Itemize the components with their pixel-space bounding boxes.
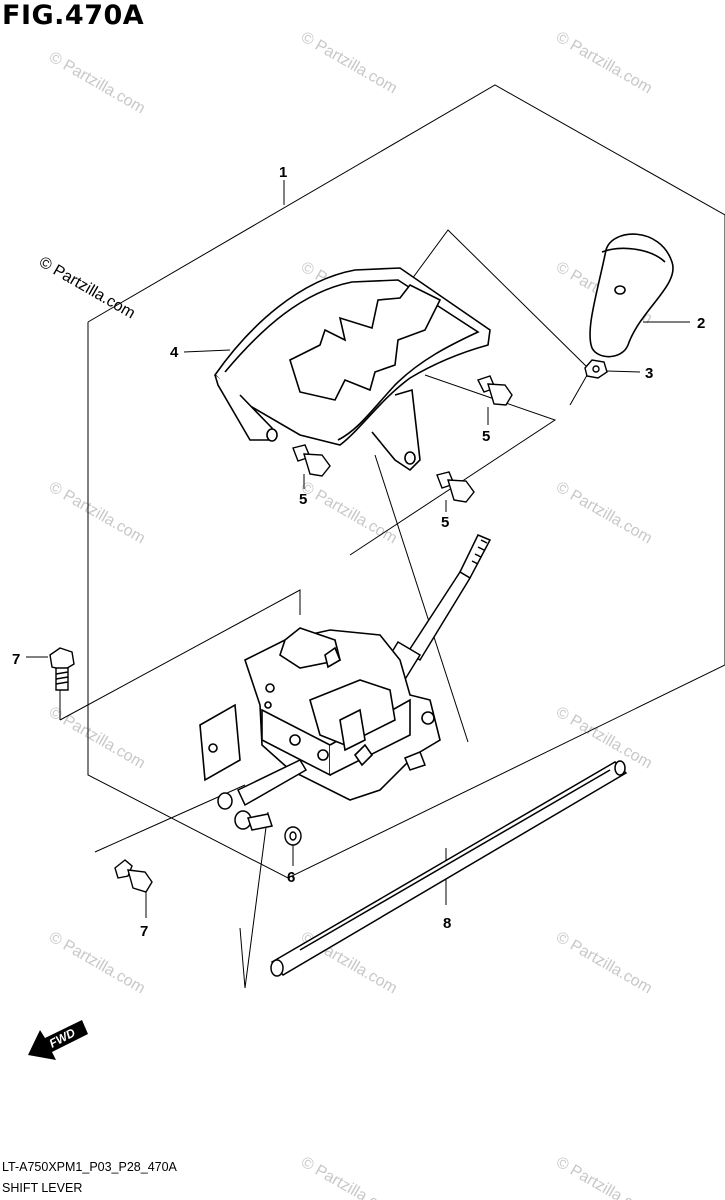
watermark: © Partzilla.com [46,704,148,773]
fwd-arrow-icon: FWD [28,1020,88,1060]
callout-6: 6 [287,869,295,886]
watermark: © Partzilla.com [553,479,655,548]
callout-1: 1 [279,164,287,181]
washer-part-6 [284,826,302,846]
diagram-caption: SHIFT LEVER [2,1181,83,1195]
leader-lines [26,321,690,918]
watermark: © Partzilla.com [298,1154,400,1200]
callout-7a: 7 [12,651,20,668]
watermark: © Partzilla.com [553,1154,655,1200]
watermark: © Partzilla.com [298,29,400,98]
callout-5a: 5 [482,428,490,445]
watermark: © Partzilla.com [46,929,148,998]
callout-4: 4 [170,344,179,361]
watermark: © Partzilla.com [298,479,400,548]
watermark: © Partzilla.com [46,49,148,118]
callout-8: 8 [443,915,451,932]
watermark: © Partzilla.com [46,479,148,548]
shift-knob [589,233,674,358]
rod-part-8 [270,760,628,977]
link-rod [217,751,426,831]
callout-3: 3 [645,365,653,382]
bolt-part-7 [49,647,153,893]
watermark: © Partzilla.com [553,29,655,98]
figure-title: FIG.470A [2,0,145,31]
callout-2: 2 [697,315,705,332]
diagram-code: LT-A750XPM1_P03_P28_470A [2,1160,177,1174]
nut-part-3 [584,359,608,379]
callout-7b: 7 [140,923,148,940]
guide-lines [59,229,591,989]
watermark: © Partzilla.com [553,704,655,773]
assembly-outline [87,84,725,905]
shift-bracket [199,627,441,801]
watermarks: © Partzilla.com © Partzilla.com © Partzi… [36,29,655,1200]
shift-cover [213,267,491,472]
callouts: 1 2 3 4 5 5 5 6 7 7 8 [12,164,705,940]
bolt-part-5 [292,375,513,503]
watermark: © Partzilla.com [553,929,655,998]
callout-5c: 5 [441,514,449,531]
callout-5b: 5 [299,491,307,508]
watermark: © Partzilla.com [36,254,138,323]
